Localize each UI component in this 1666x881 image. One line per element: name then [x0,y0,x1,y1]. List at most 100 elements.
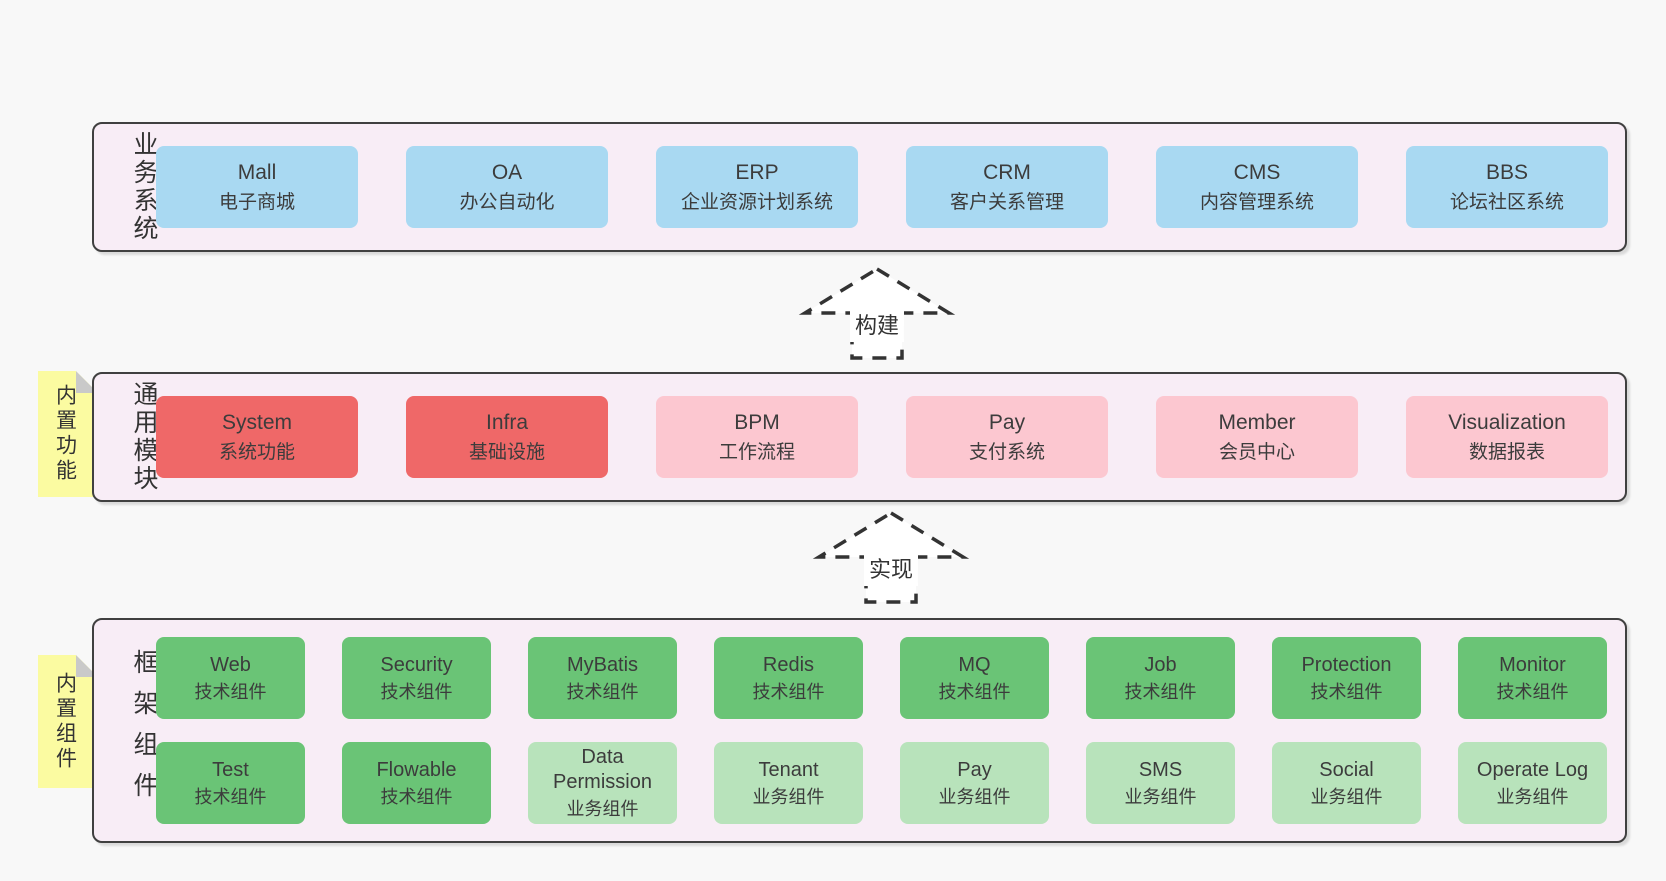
box-operate-log: Operate Log 业务组件 [1458,742,1607,824]
box-name: SMS [1138,758,1183,781]
box-job: Job 技术组件 [1086,637,1235,719]
box-name: CMS [1233,160,1281,184]
section-vertical-label: 业务系统 [130,131,158,243]
box-oa: OA 办公自动化 [406,146,608,228]
framework-row-2: Test 技术组件 Flowable 技术组件 Data Permission … [156,742,1613,824]
box-visualization: Visualization 数据报表 [1406,396,1608,478]
box-desc: 业务组件 [566,799,639,820]
box-name: Member [1218,410,1296,434]
section-vertical-label: 通用模块 [130,381,158,493]
section-business-systems: 业务系统 Mall 电子商城 OA 办公自动化 ERP 企业资源计划系统 CRM… [92,122,1627,252]
box-desc: 技术组件 [194,786,267,807]
note-label: 内置组件 [53,671,77,772]
box-name: Mall [237,160,277,184]
box-bbs: BBS 论坛社区系统 [1406,146,1608,228]
box-desc: 业务组件 [1310,786,1383,807]
box-social: Social 业务组件 [1272,742,1421,824]
box-crm: CRM 客户关系管理 [906,146,1108,228]
box-name: Operate Log [1476,758,1589,781]
box-desc: 支付系统 [968,441,1045,463]
box-name: Social [1319,758,1374,781]
box-name: MQ [958,653,991,676]
box-desc: 技术组件 [380,786,453,807]
box-desc: 业务组件 [1496,786,1569,807]
box-cms: CMS 内容管理系统 [1156,146,1358,228]
framework-row-1: Web 技术组件 Security 技术组件 MyBatis 技术组件 Redi… [156,637,1613,719]
box-web: Web 技术组件 [156,637,305,719]
box-name: BBS [1485,160,1529,184]
box-name: Test [212,758,249,781]
box-desc: 数据报表 [1468,441,1545,463]
box-desc: 客户关系管理 [949,191,1064,213]
box-desc: 技术组件 [1496,681,1569,702]
box-protection: Protection 技术组件 [1272,637,1421,719]
box-desc: 电子商城 [218,191,295,213]
box-mq: MQ 技术组件 [900,637,1049,719]
box-name: System [221,410,292,434]
box-desc: 技术组件 [1310,681,1383,702]
box-name: Tenant [758,758,819,781]
modules-box-row: System 系统功能 Infra 基础设施 BPM 工作流程 Pay 支付系统… [156,396,1613,478]
box-pay: Pay 支付系统 [906,396,1108,478]
box-infra: Infra 基础设施 [406,396,608,478]
box-name: ERP [735,160,779,184]
box-name: Job [1144,653,1177,676]
build-arrow-label: 构建 [849,306,905,342]
box-name: OA [491,160,523,184]
box-flowable: Flowable 技术组件 [342,742,491,824]
box-desc: 技术组件 [1124,681,1197,702]
box-desc: 内容管理系统 [1199,191,1314,213]
box-system: System 系统功能 [156,396,358,478]
box-name: Redis [762,653,815,676]
box-desc: 工作流程 [718,441,795,463]
box-redis: Redis 技术组件 [714,637,863,719]
box-name: Data Permission [553,746,652,794]
box-data-permission: Data Permission 业务组件 [528,742,677,824]
section-framework-components: 框架组件 Web 技术组件 Security 技术组件 MyBatis 技术组件… [92,618,1627,843]
section-common-modules: 通用模块 System 系统功能 Infra 基础设施 BPM 工作流程 Pay… [92,372,1627,502]
box-security: Security 技术组件 [342,637,491,719]
box-monitor: Monitor 技术组件 [1458,637,1607,719]
box-test: Test 技术组件 [156,742,305,824]
box-name: Monitor [1499,653,1566,676]
section-vertical-label: 框架组件 [130,648,158,813]
box-desc: 技术组件 [566,681,639,702]
implement-arrow-label: 实现 [863,550,919,586]
box-desc: 基础设施 [468,441,545,463]
note-label: 内置功能 [53,384,77,484]
box-desc: 技术组件 [380,681,453,702]
box-desc: 技术组件 [194,681,267,702]
sticky-note-built-in-features: 内置功能 [38,371,98,497]
box-member: Member 会员中心 [1156,396,1358,478]
box-mall: Mall 电子商城 [156,146,358,228]
box-tenant: Tenant 业务组件 [714,742,863,824]
box-name: Pay [988,410,1026,434]
box-bpm: BPM 工作流程 [656,396,858,478]
box-desc: 技术组件 [752,681,825,702]
framework-box-rows: Web 技术组件 Security 技术组件 MyBatis 技术组件 Redi… [156,637,1613,824]
box-pay-biz: Pay 业务组件 [900,742,1049,824]
box-name: Web [210,653,251,676]
box-desc: 技术组件 [938,681,1011,702]
box-desc: 业务组件 [752,786,825,807]
business-box-row: Mall 电子商城 OA 办公自动化 ERP 企业资源计划系统 CRM 客户关系… [156,146,1613,228]
box-desc: 业务组件 [938,786,1011,807]
box-desc: 论坛社区系统 [1449,191,1564,213]
box-mybatis: MyBatis 技术组件 [528,637,677,719]
box-sms: SMS 业务组件 [1086,742,1235,824]
box-desc: 会员中心 [1218,441,1295,463]
box-name: Visualization [1448,410,1566,434]
box-name: Protection [1301,653,1392,676]
box-erp: ERP 企业资源计划系统 [656,146,858,228]
box-desc: 办公自动化 [459,191,555,213]
box-desc: 系统功能 [218,441,295,463]
sticky-note-built-in-components: 内置组件 [38,655,98,788]
box-name: Flowable [376,758,457,781]
box-desc: 企业资源计划系统 [680,191,833,213]
box-desc: 业务组件 [1124,786,1197,807]
box-name: Pay [957,758,992,781]
box-name: MyBatis [566,653,639,676]
box-name: CRM [983,160,1031,184]
box-name: Infra [485,410,529,434]
